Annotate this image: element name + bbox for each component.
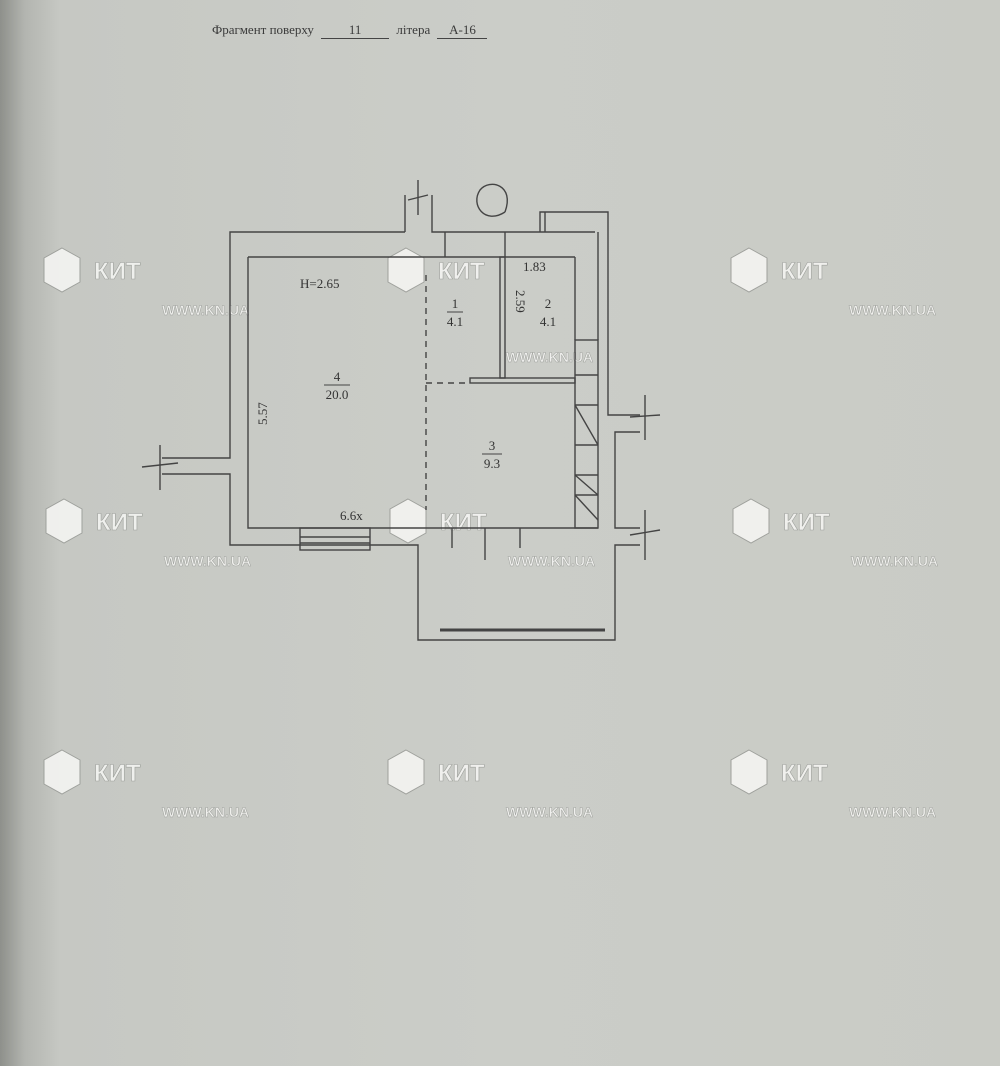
room-labels: 1 4.1 2 4.1 3 9.3 4 20.0: [324, 296, 556, 471]
corridor-dimension: 1.83: [523, 259, 546, 274]
svg-text:КИТ: КИТ: [94, 760, 141, 787]
watermark: КИТ WWW.KN.UA: [387, 247, 593, 365]
kit-logo-icon: [43, 247, 81, 293]
kit-logo-icon: [730, 749, 768, 795]
room-3-number: 3: [489, 438, 496, 453]
fragment-label: Фрагмент поверху: [212, 22, 314, 37]
svg-text:КИТ: КИТ: [94, 258, 141, 285]
svg-text:WWW.KN.UA: WWW.KN.UA: [506, 804, 593, 820]
kit-logo-icon: [387, 247, 425, 293]
svg-text:WWW.KN.UA: WWW.KN.UA: [849, 302, 936, 318]
watermarks: КИТ WWW.KN.UA КИТ WWW.KN.UA КИТ WWW.KN.U…: [43, 247, 938, 820]
svg-text:WWW.KN.UA: WWW.KN.UA: [508, 553, 595, 569]
watermark: КИТ WWW.KN.UA: [43, 749, 249, 820]
kit-logo-icon: [732, 498, 770, 544]
svg-text:КИТ: КИТ: [783, 509, 830, 536]
svg-text:WWW.KN.UA: WWW.KN.UA: [851, 553, 938, 569]
room-3-area: 9.3: [484, 456, 500, 471]
room-1-number: 1: [452, 296, 459, 311]
room-divisions: [425, 275, 470, 510]
kit-logo-icon: [389, 498, 427, 544]
watermark: КИТ WWW.KN.UA: [45, 498, 251, 569]
svg-text:WWW.KN.UA: WWW.KN.UA: [849, 804, 936, 820]
room-2-number: 2: [545, 296, 552, 311]
width-dimension: 6.6x: [340, 508, 363, 523]
kit-logo-icon: [43, 749, 81, 795]
room-4-number: 4: [334, 369, 341, 384]
watermark: КИТ WWW.KN.UA: [387, 749, 593, 820]
watermark: КИТ WWW.KN.UA: [730, 749, 936, 820]
kit-logo-icon: [387, 749, 425, 795]
letter-value: А-16: [437, 22, 488, 39]
kit-logo-icon: [45, 498, 83, 544]
plan-header: Фрагмент поверху 11 літера А-16: [212, 22, 491, 39]
svg-text:КИТ: КИТ: [440, 509, 487, 536]
svg-text:КИТ: КИТ: [438, 258, 485, 285]
kit-logo-icon: [730, 247, 768, 293]
svg-text:WWW.KN.UA: WWW.KN.UA: [162, 804, 249, 820]
watermark: КИТ WWW.KN.UA: [389, 498, 595, 569]
svg-text:WWW.KN.UA: WWW.KN.UA: [164, 553, 251, 569]
watermark: КИТ WWW.KN.UA: [732, 498, 938, 569]
watermark: КИТ WWW.KN.UA: [43, 247, 249, 318]
svg-text:КИТ: КИТ: [781, 258, 828, 285]
walls: [141, 180, 661, 641]
svg-text:КИТ: КИТ: [438, 760, 485, 787]
svg-text:WWW.KN.UA: WWW.KN.UA: [162, 302, 249, 318]
room-2-area: 4.1: [540, 314, 556, 329]
svg-text:КИТ: КИТ: [781, 760, 828, 787]
room-1-area: 4.1: [447, 314, 463, 329]
watermark: КИТ WWW.KN.UA: [730, 247, 936, 318]
floor-number: 11: [321, 22, 390, 39]
room-4-area: 20.0: [326, 387, 349, 402]
depth-dimension: 5.57: [255, 402, 270, 425]
svg-text:КИТ: КИТ: [96, 509, 143, 536]
bath-dimension: 2.59: [513, 290, 528, 313]
svg-text:WWW.KN.UA: WWW.KN.UA: [506, 349, 593, 365]
ceiling-height: Н=2.65: [300, 276, 339, 291]
letter-label: літера: [396, 22, 431, 37]
